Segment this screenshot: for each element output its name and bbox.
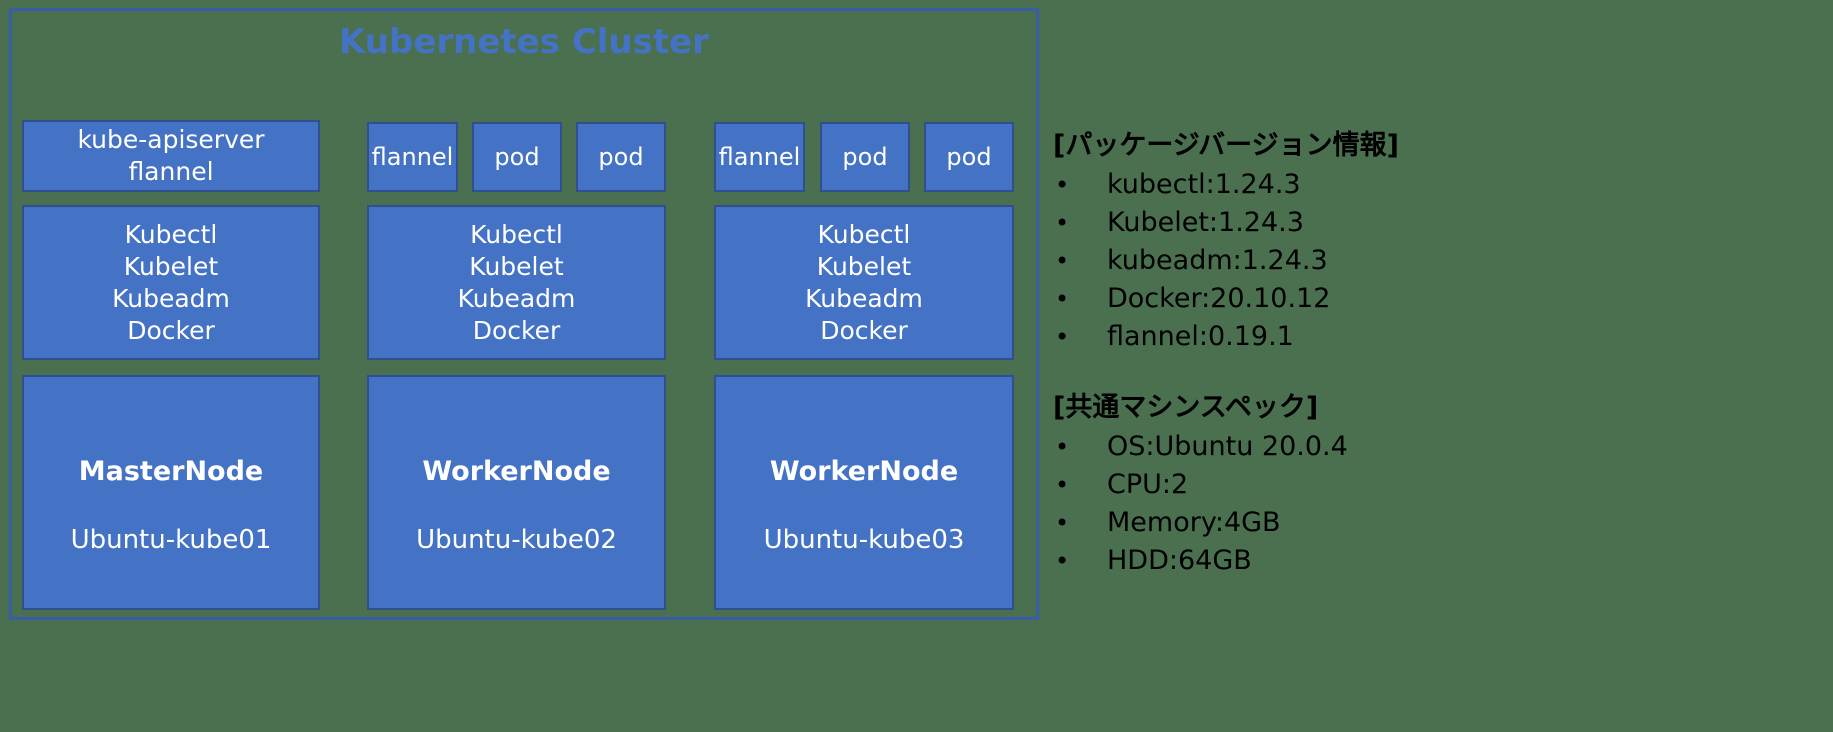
- col1-apiserver-box: kube-apiserver flannel: [22, 120, 320, 192]
- list-item-label: Memory:4GB: [1107, 507, 1281, 538]
- cluster-title: Kubernetes Cluster: [339, 22, 709, 62]
- machine-spec-list: • OS:Ubuntu 20.0.4 • CPU:2 • Memory:4GB …: [1053, 428, 1793, 580]
- col2-node-host: Ubuntu-kube02: [416, 525, 617, 555]
- list-item-label: kubeadm:1.24.3: [1107, 245, 1328, 276]
- col2-pod-box-2: pod: [576, 122, 666, 192]
- list-item-label: Kubelet:1.24.3: [1107, 207, 1304, 238]
- list-item: • OS:Ubuntu 20.0.4: [1053, 428, 1793, 466]
- info-panel: [パッケージバージョン情報] • kubectl:1.24.3 • Kubele…: [1053, 128, 1793, 614]
- list-item-label: CPU:2: [1107, 469, 1189, 500]
- col1-node-box: MasterNode Ubuntu-kube01: [22, 375, 320, 610]
- col1-node-role: MasterNode: [78, 456, 264, 487]
- col3-node-box: WorkerNode Ubuntu-kube03: [714, 375, 1014, 610]
- list-item: • Kubelet:1.24.3: [1053, 204, 1793, 242]
- col2-node-role: WorkerNode: [422, 456, 611, 487]
- col2-components-box: Kubectl Kubelet Kubeadm Docker: [367, 205, 666, 360]
- list-item: • HDD:64GB: [1053, 542, 1793, 580]
- bullet-icon: •: [1055, 323, 1070, 351]
- col3-pod-box-2: pod: [924, 122, 1014, 192]
- list-item-label: flannel:0.19.1: [1107, 321, 1294, 352]
- list-item: • Docker:20.10.12: [1053, 280, 1793, 318]
- col3-flannel-box: flannel: [714, 122, 805, 192]
- kubernetes-cluster-frame: [9, 8, 1039, 620]
- list-item-label: HDD:64GB: [1107, 545, 1252, 576]
- col2-pod-box-1: pod: [472, 122, 562, 192]
- list-item: • flannel:0.19.1: [1053, 318, 1793, 356]
- col3-node-role: WorkerNode: [769, 456, 959, 487]
- col2-flannel-box: flannel: [367, 122, 458, 192]
- col3-components-box: Kubectl Kubelet Kubeadm Docker: [714, 205, 1014, 360]
- col3-pod-box-1: pod: [820, 122, 910, 192]
- bullet-icon: •: [1055, 509, 1070, 537]
- package-versions-list: • kubectl:1.24.3 • Kubelet:1.24.3 • kube…: [1053, 166, 1793, 356]
- list-item: • Memory:4GB: [1053, 504, 1793, 542]
- col1-node-host: Ubuntu-kube01: [70, 525, 272, 555]
- list-item: • kubeadm:1.24.3: [1053, 242, 1793, 280]
- list-item-label: kubectl:1.24.3: [1107, 169, 1301, 200]
- col2-node-box: WorkerNode Ubuntu-kube02: [367, 375, 666, 610]
- machine-spec-heading: [共通マシンスペック]: [1053, 392, 1319, 423]
- bullet-icon: •: [1055, 171, 1070, 199]
- col1-components-box: Kubectl Kubelet Kubeadm Docker: [22, 205, 320, 360]
- bullet-icon: •: [1055, 209, 1070, 237]
- list-item-label: OS:Ubuntu 20.0.4: [1107, 431, 1348, 462]
- package-versions-heading: [パッケージバージョン情報]: [1053, 130, 1399, 161]
- col3-node-host: Ubuntu-kube03: [763, 525, 965, 555]
- package-versions-section: [パッケージバージョン情報] • kubectl:1.24.3 • Kubele…: [1053, 128, 1793, 356]
- bullet-icon: •: [1055, 433, 1070, 461]
- machine-spec-section: [共通マシンスペック] • OS:Ubuntu 20.0.4 • CPU:2 •…: [1053, 390, 1793, 580]
- bullet-icon: •: [1055, 247, 1070, 275]
- bullet-icon: •: [1055, 285, 1070, 313]
- list-item: • kubectl:1.24.3: [1053, 166, 1793, 204]
- list-item: • CPU:2: [1053, 466, 1793, 504]
- list-item-label: Docker:20.10.12: [1107, 283, 1331, 314]
- bullet-icon: •: [1055, 471, 1070, 499]
- bullet-icon: •: [1055, 547, 1070, 575]
